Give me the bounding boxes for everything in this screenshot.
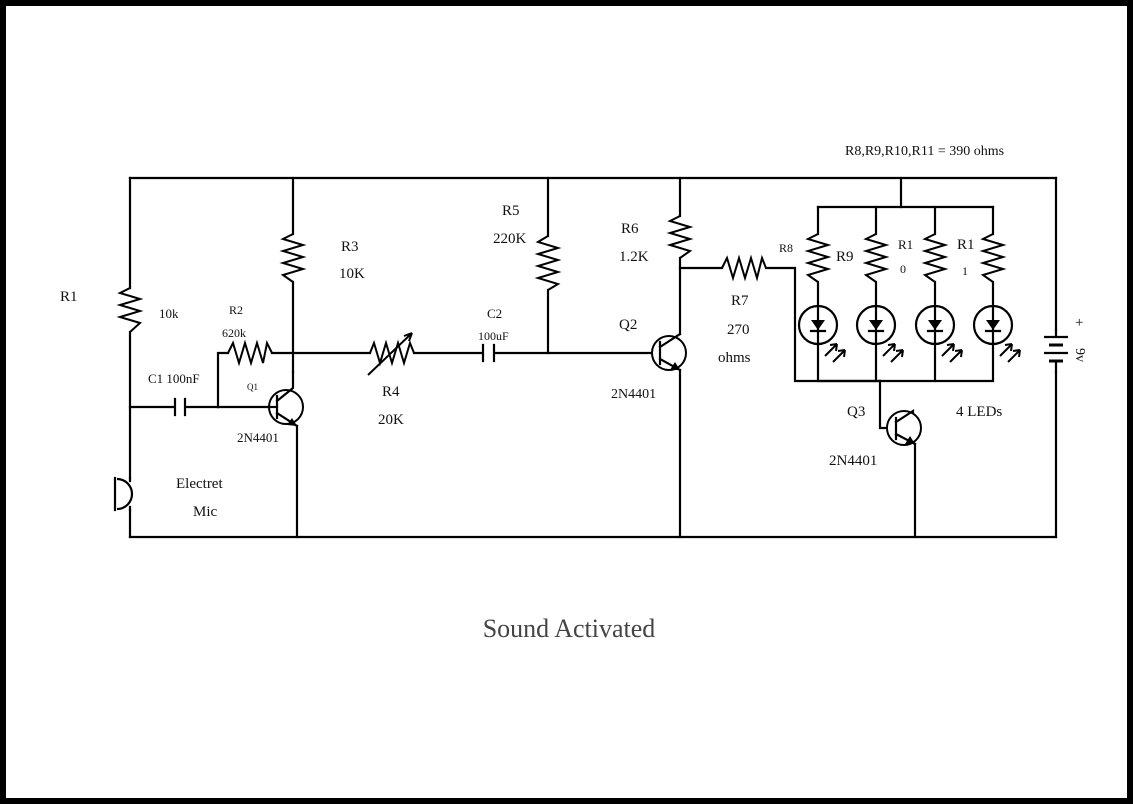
r7-resistor [721,254,767,282]
q2-ref-label: Q2 [619,317,637,333]
c1-capacitor [173,397,187,417]
labels: R8,R9,R10,R11 = 390 ohms R1 10k R2 620k … [60,144,1087,643]
led-3 [914,304,963,363]
leds-label: 4 LEDs [956,404,1002,420]
r2-resistor [227,339,273,367]
r8-ref-label: R8 [779,241,793,255]
r4-value-label: 20K [378,412,404,428]
r4-ref-label: R4 [382,384,400,400]
r5-value-label: 220K [493,231,527,247]
q3-ref-label: Q3 [847,404,865,420]
r1-resistor [116,287,144,333]
q1-transistor [266,370,304,428]
r6-ref-label: R6 [621,221,639,237]
r4-potentiometer [369,339,415,367]
battery-symbol [1044,328,1068,374]
r1-ref-label: R1 [60,289,78,305]
c2-capacitor [481,343,496,363]
r3-ref-label: R3 [341,239,359,255]
r3-value-label: 10K [339,266,365,282]
r7-value-line1: 270 [727,322,750,338]
r11-resistor [979,233,1007,283]
r1-value-label: 10k [159,306,179,321]
mic-label-line1: Electret [176,476,223,492]
q3-part-label: 2N4401 [829,453,877,469]
r2-value-label: 620k [222,326,246,340]
circuit-wires [128,176,1058,539]
r7-value-line2: ohms [718,350,751,366]
r11-ref-line2: 1 [962,264,968,278]
c2-value-label: 100uF [478,329,509,343]
battery-plus-label: + [1075,315,1083,331]
diagram-title: Sound Activated [483,614,656,643]
q1-part-label: 2N4401 [237,430,279,445]
resistor-note: R8,R9,R10,R11 = 390 ohms [845,144,1004,159]
r4-wiper-arrow [367,332,413,376]
led-2 [855,304,904,363]
r10-resistor [921,233,949,283]
r9-resistor [862,233,890,283]
q3-transistor [886,408,922,446]
r5-resistor [534,235,562,291]
r9-ref-label: R9 [836,249,854,265]
c2-ref-label: C2 [487,306,502,321]
c1-label: C1 100nF [148,371,200,386]
r10-ref-line1: R1 [898,237,913,252]
battery-voltage-label: 9v [1072,348,1087,362]
led-1 [797,304,846,363]
r7-ref-label: R7 [731,293,749,309]
r6-value-label: 1.2K [619,249,649,265]
q2-transistor [651,332,687,372]
r10-ref-line2: 0 [900,262,906,276]
mic-symbol [113,476,134,512]
led-4 [972,304,1021,363]
r6-resistor [666,215,694,259]
r2-ref-label: R2 [229,303,243,317]
mic-label-line2: Mic [193,504,218,520]
q2-part-label: 2N4401 [611,387,656,402]
r11-ref-line1: R1 [957,237,975,253]
r8-resistor [804,233,832,283]
r5-ref-label: R5 [502,203,520,219]
q1-ref-label: Q1 [247,382,258,392]
r3-resistor [279,233,307,283]
